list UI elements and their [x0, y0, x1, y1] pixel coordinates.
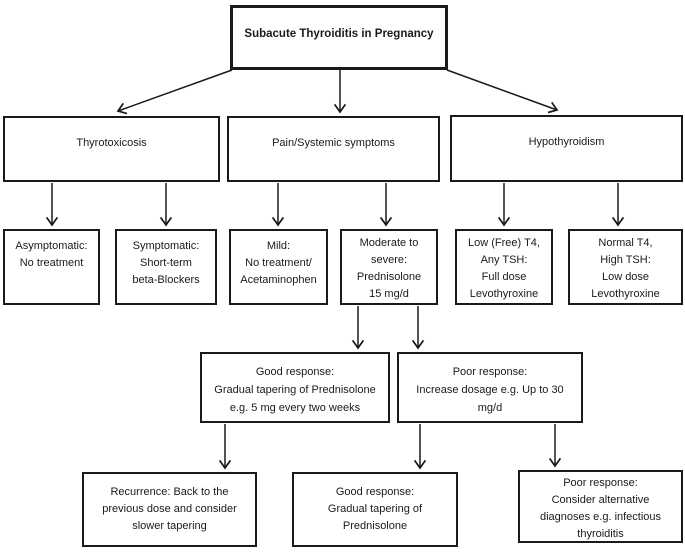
node-normal-t4-low-dose-levothyroxine: Normal T4, High TSH: Low dose Levothyrox…: [568, 229, 683, 305]
node-asymptomatic-no-treatment: Asymptomatic: No treatment: [3, 229, 100, 305]
node-poor-response-alternative-diagnoses: Poor response: Consider alternative diag…: [518, 470, 683, 543]
arrow-root-to-thyrotoxicosis: [116, 69, 233, 115]
node-hypothyroidism: Hypothyroidism: [450, 115, 683, 182]
node-low-t4-full-dose-levothyroxine: Low (Free) T4, Any TSH: Full dose Levoth…: [455, 229, 553, 305]
node-thyrotoxicosis: Thyrotoxicosis: [3, 116, 220, 182]
node-good-response-gradual-tapering: Good response: Gradual tapering of Predn…: [200, 352, 390, 423]
node-recurrence-back-to-previous-dose: Recurrence: Back to the previous dose an…: [82, 472, 257, 547]
node-pain-systemic-symptoms: Pain/Systemic symptoms: [227, 116, 440, 182]
node-poor-response-increase-dosage: Poor response: Increase dosage e.g. Up t…: [397, 352, 583, 423]
node-moderate-severe-prednisolone: Moderate to severe: Prednisolone 15 mg/d: [340, 229, 438, 305]
node-mild-acetaminophen: Mild: No treatment/ Acetaminophen: [229, 229, 328, 305]
node-good-response-gradual-tapering-2: Good response: Gradual tapering of Predn…: [292, 472, 458, 547]
node-symptomatic-beta-blockers: Symptomatic: Short-term beta-Blockers: [115, 229, 217, 305]
arrow-root-to-hypothyroidism: [446, 69, 559, 114]
node-title-subacute-thyroiditis-in-pregnancy: Subacute Thyroiditis in Pregnancy: [230, 5, 448, 70]
